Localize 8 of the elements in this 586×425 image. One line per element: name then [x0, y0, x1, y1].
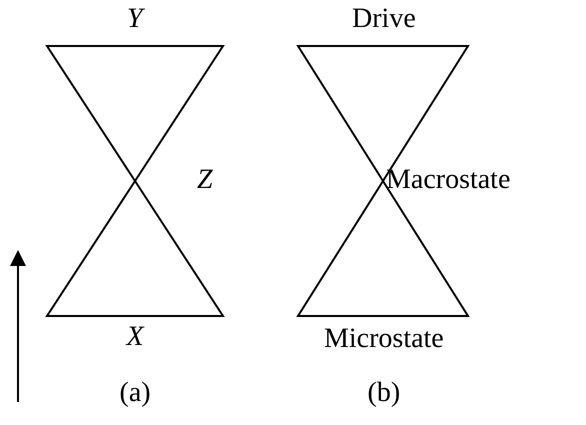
- panel-label: (b): [368, 378, 400, 408]
- vertex-label: Z: [197, 165, 213, 195]
- vertex-label: Macrostate: [386, 165, 510, 195]
- panel-label: (a): [120, 378, 151, 408]
- vertex-label: X: [126, 322, 144, 352]
- vertex-label: Microstate: [324, 324, 444, 354]
- vertex-label: Y: [127, 4, 143, 34]
- vertex-label: Drive: [352, 4, 416, 34]
